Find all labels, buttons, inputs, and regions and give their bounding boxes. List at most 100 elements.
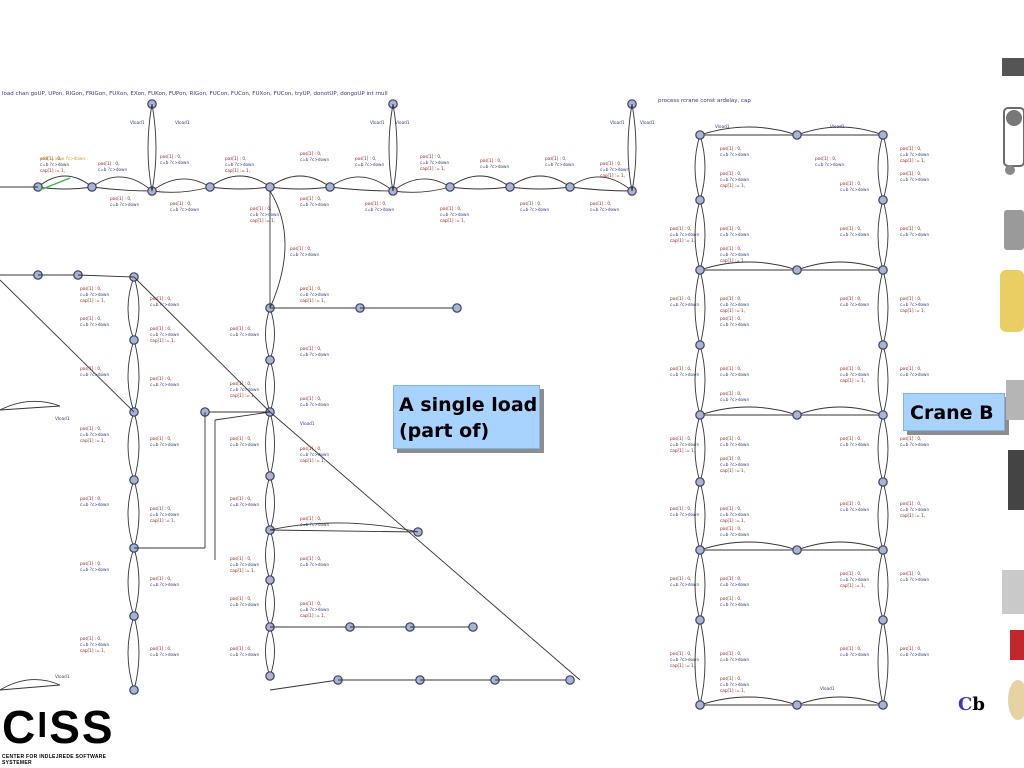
guard-label: pos[1] : 0, <box>720 676 741 681</box>
transition-edge <box>147 103 153 192</box>
ciss-logo: CISS CENTER FOR INDLEJREDE SOFTWARE SYST… <box>2 700 132 766</box>
guard-label: c=b ?c>down <box>80 372 109 377</box>
transition-edge <box>882 199 889 271</box>
transition-edge <box>694 619 701 706</box>
guard-label: pos[1] : 0, <box>670 436 691 441</box>
guard-label: pos[1] : 0, <box>80 496 101 501</box>
transition-edge <box>796 696 884 706</box>
guard-label: pos[1] : 0, <box>720 596 741 601</box>
guard-label: cap[1] := 1, <box>840 378 865 383</box>
transition-edge <box>796 541 884 551</box>
transition-edge <box>449 175 511 188</box>
guard-label: c=b ?c>down <box>900 302 929 307</box>
side-deco-block-2 <box>1004 210 1024 250</box>
crane-b-callout: Crane B <box>903 393 1005 431</box>
guard-label: pos[1] : 0, <box>840 181 861 186</box>
guard-label: pos[1] : 0, <box>150 376 171 381</box>
guard-label: c=b ?c>down <box>815 162 844 167</box>
guard-label: c=b ?c>down <box>170 207 199 212</box>
guard-label: c=b ?c>down <box>670 372 699 377</box>
transition-edge <box>269 679 339 691</box>
guard-label: pos[1] : 0, <box>160 154 181 159</box>
guard-label: pos[1] : 0, <box>720 171 741 176</box>
guard-label: pos[1] : 0, <box>230 381 251 386</box>
transition-edge <box>151 103 157 192</box>
transition-edge <box>627 103 633 192</box>
transition-edge <box>214 411 271 421</box>
guard-label: pos[1] : 0, <box>300 601 321 606</box>
transition-edge <box>329 186 394 192</box>
guard-label: Vload1 <box>55 674 70 679</box>
transition-edge <box>699 549 706 621</box>
state-node <box>565 675 575 685</box>
guard-label: pos[1] : 0, <box>150 296 171 301</box>
state-node <box>445 182 455 192</box>
transition-edge <box>133 547 140 617</box>
transition-edge <box>392 103 398 192</box>
guard-label: pos[1] : 0, <box>840 436 861 441</box>
transition-edge <box>631 103 637 192</box>
guard-label: pos[1] : 0, <box>110 196 131 201</box>
transition-edge <box>133 615 140 691</box>
guard-label: c=b ?c>down <box>290 252 319 257</box>
transition-edge <box>0 279 135 413</box>
guard-label: pos[1] : 0, <box>420 154 441 159</box>
guard-label: cap[1] := 1, <box>840 583 865 588</box>
guard-label: c=b ?c>down <box>840 577 869 582</box>
guard-label: cap[1] := 1, <box>720 688 745 693</box>
transition-edge <box>127 411 135 481</box>
side-deco-block-1 <box>1002 58 1024 76</box>
state-node <box>468 622 478 632</box>
guard-label: c=b ?c>down <box>720 372 749 377</box>
guard-label: cap[1] := 1, <box>720 468 745 473</box>
guard-label: pos[1] : 0, <box>300 286 321 291</box>
guard-label: c=b ?c>down <box>230 387 259 392</box>
transition-edge <box>882 619 889 706</box>
transition-edge <box>699 619 706 706</box>
guard-label: Vload1 <box>130 120 145 125</box>
guard-label: c=b ?c>down <box>670 232 699 237</box>
guard-label: cap[1] := 1, <box>670 238 695 243</box>
guard-label: c=b ?c>down <box>230 332 259 337</box>
guard-label: c=b ?c>down <box>365 207 394 212</box>
guard-label: pos[1] : 0, <box>720 526 741 531</box>
guard-label: pos[1] : 0, <box>170 201 191 206</box>
transition-edge <box>269 529 419 533</box>
transition-edge <box>699 696 798 706</box>
state-node <box>325 182 335 192</box>
guard-label: pos[1] : 0, <box>80 561 101 566</box>
guard-label: c=b ?c>down <box>300 292 329 297</box>
transition-edge <box>877 269 884 346</box>
guard-label: c=b ?c>down <box>720 682 749 687</box>
state-node <box>878 340 888 350</box>
guard-label: pos[1] : 0, <box>150 506 171 511</box>
highlighted-edge <box>39 177 71 191</box>
guard-label: c=b ?c>down <box>720 252 749 257</box>
guard-label: c=b ?c>down <box>300 562 329 567</box>
state-node <box>878 130 888 140</box>
guard-label: pos[1] : 0, <box>150 436 171 441</box>
transition-edge <box>882 344 889 416</box>
guard-label: c=b ?c>down <box>840 507 869 512</box>
guard-label: pos[1] : 0, <box>840 296 861 301</box>
guard-label: cap[1] := 1, <box>600 173 625 178</box>
transition-edge <box>877 481 884 551</box>
guard-label: pos[1] : 0, <box>98 161 119 166</box>
guard-label: Vload1 <box>370 120 385 125</box>
transition-edge <box>127 276 135 341</box>
guard-label: c=b ?c>down <box>150 332 179 337</box>
state-node <box>695 700 705 710</box>
single-load-callout-line2: (part of) <box>399 420 490 442</box>
guard-label: c=b ?c>down <box>720 532 749 537</box>
state-node <box>792 545 802 555</box>
guard-label: cap[1] := 1, <box>40 168 65 173</box>
guard-label: pos[1] : 0, <box>900 296 921 301</box>
guard-label: pos[1] : 0, <box>720 226 741 231</box>
side-decoration-image <box>1000 58 1024 720</box>
guard-label: pos[1] : 0, <box>720 246 741 251</box>
transition-edge <box>699 199 706 271</box>
transition-edge <box>265 359 271 413</box>
guard-label: pos[1] : 0, <box>900 366 921 371</box>
guard-label: c=b ?c>down <box>840 442 869 447</box>
